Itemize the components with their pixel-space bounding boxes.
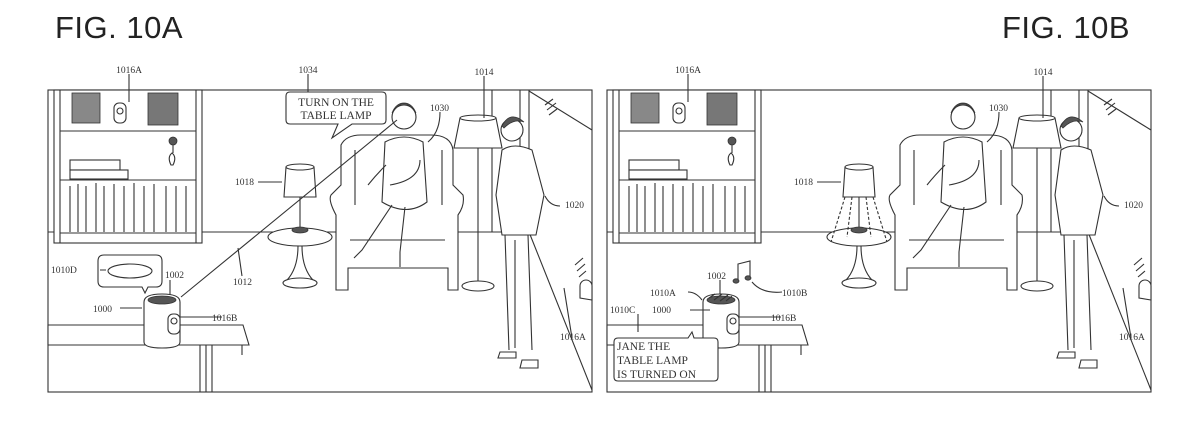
speech-line-1: TURN ON THE [298,97,374,109]
label-1030: 1030 [989,104,1008,114]
figure-10b-scene: JANE THE TABLE LAMP IS TURNED ON 1016A 1… [606,66,1152,393]
figure-10a-scene: TURN ON THE TABLE LAMP 1016A 1034 1014 1… [47,66,593,393]
response-line-3: IS TURNED ON [617,369,697,381]
label-1014: 1014 [475,68,494,78]
label-1012: 1012 [233,278,252,288]
label-1016a-shelf: 1016A [116,66,142,76]
label-1010a: 1010A [650,289,676,299]
user-speech-bubble [285,91,387,140]
device-speech-bubble [613,330,719,382]
label-1016a-wall: 1016A [1119,333,1145,343]
speech-line-2: TABLE LAMP [301,110,372,122]
label-1018: 1018 [794,178,813,188]
response-line-2: TABLE LAMP [617,355,688,367]
lamp-light-rays [830,196,888,243]
label-1016b: 1016B [771,314,796,324]
light-ring-hatch [708,293,733,302]
label-1030: 1030 [430,104,449,114]
figure-title-10a: FIG. 10A [55,10,184,45]
label-1000: 1000 [93,305,112,315]
label-1018: 1018 [235,178,254,188]
label-1016a-wall: 1016A [560,333,586,343]
gaze-line [180,119,398,298]
label-1010c: 1010C [610,306,635,316]
music-note-icon [732,260,752,284]
label-1020: 1020 [1124,201,1143,211]
label-1002: 1002 [165,271,184,281]
label-1000: 1000 [652,306,671,316]
label-1002: 1002 [707,272,726,282]
label-1010b: 1010B [782,289,807,299]
label-1010d: 1010D [51,266,77,276]
label-1016a-shelf: 1016A [675,66,701,76]
label-1034: 1034 [299,66,318,76]
label-1014: 1014 [1034,68,1053,78]
label-1020: 1020 [565,201,584,211]
figure-title-10b: FIG. 10B [1002,10,1131,45]
label-1016b: 1016B [212,314,237,324]
response-line-1: JANE THE [617,341,670,353]
